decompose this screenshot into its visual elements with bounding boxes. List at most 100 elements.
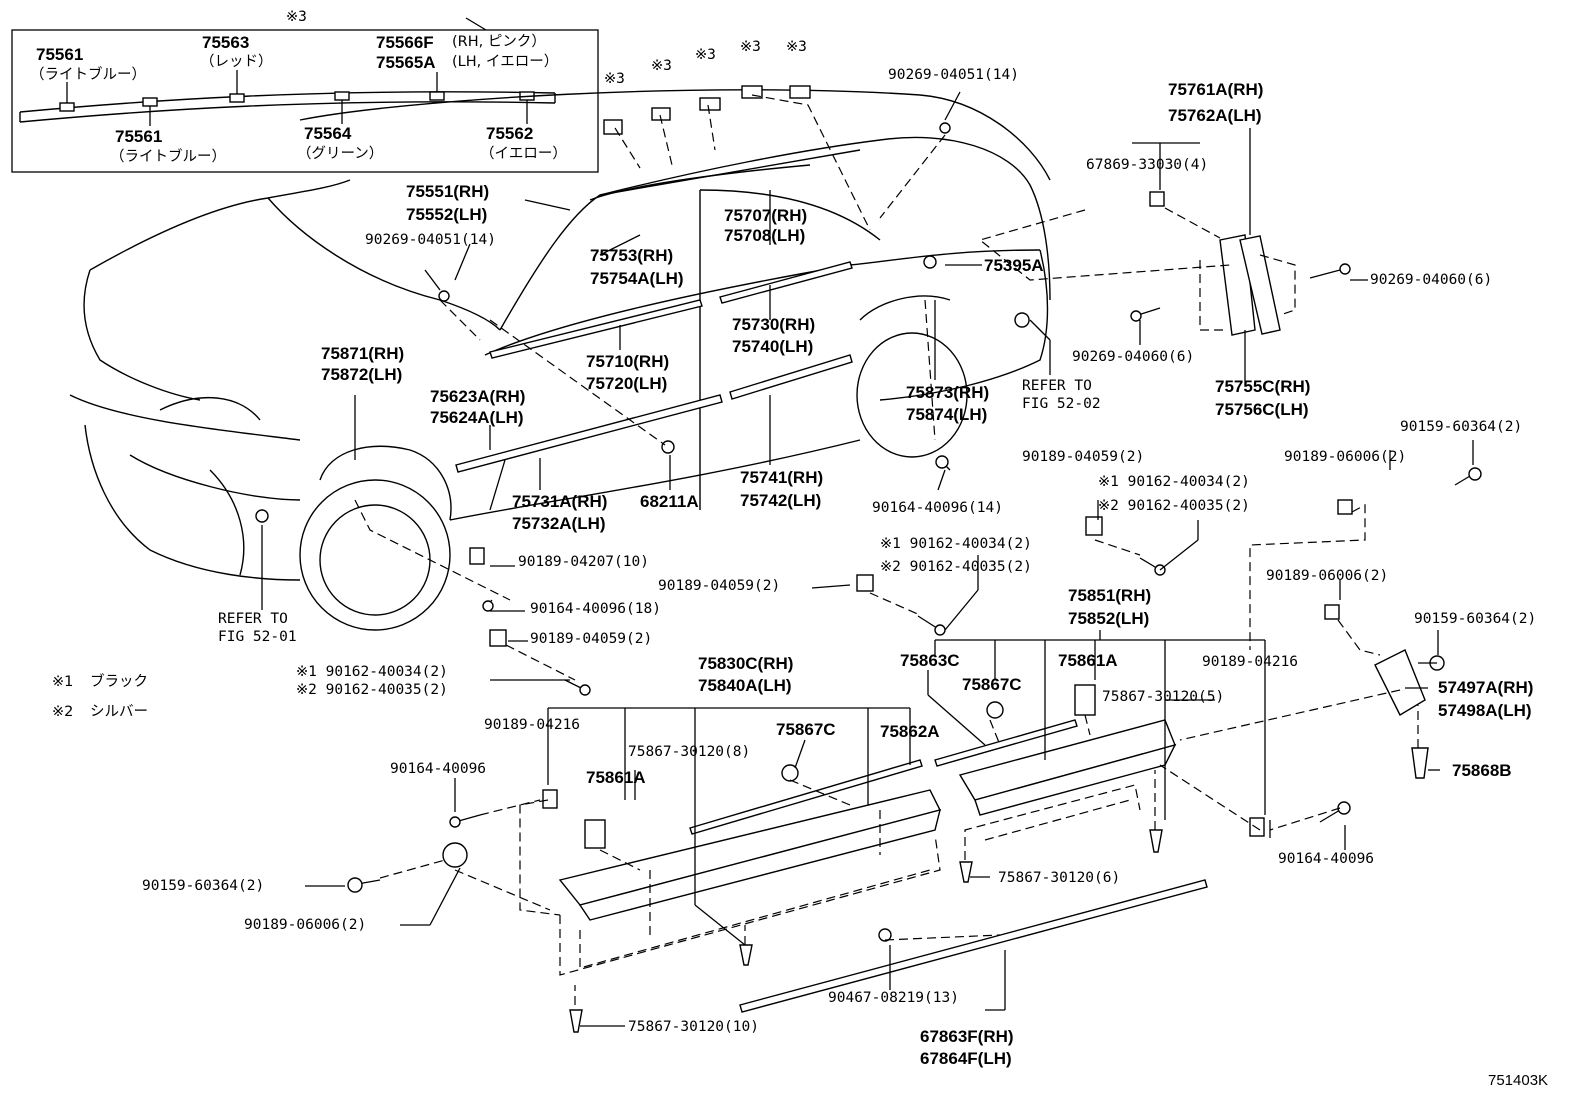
label-68211a: 68211A <box>640 492 699 511</box>
label-90162-40035-right: ※2 90162-40035(2) <box>1098 498 1250 514</box>
clip-marker-4: ※3 <box>740 39 761 55</box>
label-75730: 75730(RH) <box>732 315 816 334</box>
label-75861a-right: 75861A <box>1058 651 1118 670</box>
inset-part-no-1: 75561 <box>36 45 84 64</box>
label-75840a: 75840A(LH) <box>698 676 792 695</box>
label-75395a: 75395A <box>984 256 1044 275</box>
label-57497a: 57497A(RH) <box>1438 678 1534 697</box>
label-75624a: 75624A(LH) <box>430 408 524 427</box>
label-75861a-left: 75861A <box>586 768 646 787</box>
label-90159-60364-right2: 90159-60364(2) <box>1414 611 1537 627</box>
screws <box>347 91 1482 893</box>
label-90269-04051-top: 90269-04051(14) <box>888 67 1019 83</box>
car-body-outline <box>69 89 1051 631</box>
label-75755c: 75755C(RH) <box>1215 377 1311 396</box>
inset-part-desc-7: （イエロー） <box>480 146 567 162</box>
inset-weatherstrip <box>19 91 556 123</box>
label-75867-30120-8: 75867-30120(8) <box>628 744 751 760</box>
label-75741: 75741(RH) <box>740 468 824 487</box>
refer-52-02-line1: REFER TO <box>1022 378 1092 394</box>
label-75707: 75707(RH) <box>724 206 808 225</box>
figure-code: 751403K <box>1488 1072 1549 1089</box>
clip-marker-5: ※3 <box>786 39 807 55</box>
inset-leaders <box>66 70 528 126</box>
label-75742: 75742(LH) <box>740 491 822 510</box>
label-90269-04060-mid: 90269-04060(6) <box>1072 349 1195 365</box>
label-90269-04060-right: 90269-04060(6) <box>1370 272 1493 288</box>
clip-marker-1: ※3 <box>604 71 625 87</box>
sill-strip-rear <box>934 719 1078 767</box>
label-75868b: 75868B <box>1452 761 1512 780</box>
label-75740: 75740(LH) <box>732 337 814 356</box>
label-90162-40035-left: ※2 90162-40035(2) <box>296 682 448 698</box>
label-90467-08219: 90467-08219(13) <box>828 990 959 1006</box>
refer-52-01-line1: REFER TO <box>218 611 288 627</box>
label-90269-04051-left: 90269-04051(14) <box>365 232 496 248</box>
door-moldings <box>455 261 853 473</box>
label-75867-30120-10: 75867-30120(10) <box>628 1019 759 1035</box>
clips <box>255 85 1445 1033</box>
label-90189-04059-right: 90189-04059(2) <box>1022 449 1145 465</box>
label-90189-06006-left: 90189-06006(2) <box>244 917 367 933</box>
label-75720: 75720(LH) <box>586 374 668 393</box>
label-75762a: 75762A(LH) <box>1168 106 1262 125</box>
label-90189-06006-right2: 90189-06006(2) <box>1266 568 1389 584</box>
inset-part-no-6: 75564 <box>304 124 352 143</box>
label-75867-30120-6: 75867-30120(6) <box>998 870 1121 886</box>
label-90164-40096-18: 90164-40096(18) <box>530 601 661 617</box>
label-75551: 75551(RH) <box>406 182 490 201</box>
label-75852: 75852(LH) <box>1068 609 1150 628</box>
inset-marker: ※3 <box>286 9 307 25</box>
inset-part-desc-2: （レッド） <box>200 54 273 70</box>
label-90162-40035-mid: ※2 90162-40035(2) <box>880 559 1032 575</box>
label-90162-40034-mid: ※1 90162-40034(2) <box>880 536 1032 552</box>
legend-text-2: シルバー <box>90 704 148 720</box>
label-75867c-left: 75867C <box>776 720 836 739</box>
label-75867c-right: 75867C <box>962 675 1022 694</box>
label-90189-04059-left: 90189-04059(2) <box>530 631 653 647</box>
label-90162-40034-right: ※1 90162-40034(2) <box>1098 474 1250 490</box>
rocker-panel-rear <box>958 719 1177 816</box>
label-75867-30120-5: 75867-30120(5) <box>1102 689 1225 705</box>
inset-box <box>11 29 599 173</box>
label-75623a: 75623A(RH) <box>430 387 526 406</box>
label-90164-40096-left: 90164-40096 <box>390 761 487 777</box>
label-75830c: 75830C(RH) <box>698 654 794 673</box>
label-75873: 75873(RH) <box>906 383 990 402</box>
rocker-panel-front <box>558 789 942 921</box>
label-75872: 75872(LH) <box>321 365 403 384</box>
inset-part-desc-6: （グリーン） <box>297 146 384 162</box>
bracket <box>1374 649 1426 716</box>
label-90159-60364-left: 90159-60364(2) <box>142 878 265 894</box>
label-90162-40034-left: ※1 90162-40034(2) <box>296 664 448 680</box>
label-90189-06006-right: 90189-06006(2) <box>1284 449 1407 465</box>
label-90189-04207: 90189-04207(10) <box>518 554 649 570</box>
label-67864f: 67864F(LH) <box>920 1049 1012 1068</box>
label-90159-60364-right: 90159-60364(2) <box>1400 419 1523 435</box>
label-75862a: 75862A <box>880 722 940 741</box>
label-75552: 75552(LH) <box>406 205 488 224</box>
refer-52-02-line2: FIG 52-02 <box>1022 396 1101 412</box>
label-75863c: 75863C <box>900 651 960 670</box>
inset-part-no-2: 75563 <box>202 33 250 52</box>
label-75756c: 75756C(LH) <box>1215 400 1309 419</box>
label-67863f: 67863F(RH) <box>920 1027 1014 1046</box>
label-75871: 75871(RH) <box>321 344 405 363</box>
label-75753: 75753(RH) <box>590 246 674 265</box>
inset-part-desc-1: （ライトブルー） <box>30 67 146 83</box>
label-75874: 75874(LH) <box>906 405 988 424</box>
inset-part-desc-5: （ライトブルー） <box>110 149 226 165</box>
inset-part-no-3: 75566F <box>376 33 434 52</box>
inset-part-no-5: 75561 <box>115 127 163 146</box>
legend-mark-2: ※2 <box>52 704 74 720</box>
label-75710: 75710(RH) <box>586 352 670 371</box>
label-90164-40096-mid: 90164-40096(14) <box>872 500 1003 516</box>
clip-marker-3: ※3 <box>695 47 716 63</box>
sill-strip-front <box>689 759 923 835</box>
inset-part-desc-3: (RH, ピンク） <box>452 34 546 50</box>
label-75754a: 75754A(LH) <box>590 269 684 288</box>
label-75708: 75708(LH) <box>724 226 806 245</box>
lower-molding <box>739 879 1208 1013</box>
